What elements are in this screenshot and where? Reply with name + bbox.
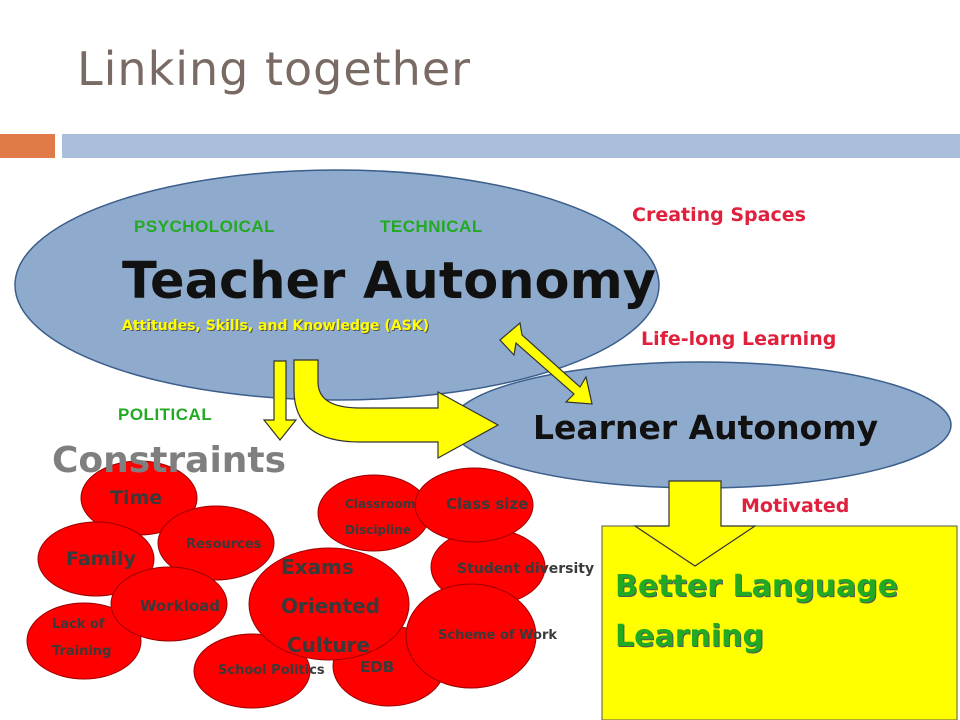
- constraint-family: Family: [66, 548, 136, 570]
- bubble-resources: [157, 505, 275, 581]
- technical-tag: TECHNICAL: [380, 217, 483, 236]
- constraint-discipline: Discipline: [345, 523, 411, 537]
- bubble-lack-training: [26, 602, 142, 680]
- constraint-oriented: Oriented: [281, 594, 380, 618]
- political-tag: POLITICAL: [118, 405, 213, 424]
- creating-spaces-note: Creating Spaces: [632, 204, 806, 226]
- bubble-class-size: [414, 467, 534, 543]
- psychological-tag: PSYCHOLOICAL: [134, 217, 276, 236]
- constraint-lack-of: Lack of: [52, 617, 105, 632]
- constraints-heading: Constraints: [52, 440, 287, 481]
- teacher-autonomy-label: Teacher Autonomy: [122, 252, 656, 311]
- constraint-workload: Workload: [140, 597, 220, 615]
- arrow-to-constraints: [262, 360, 298, 441]
- outcome-line1: Better Language: [615, 569, 899, 604]
- constraint-classroom: Classroom: [345, 497, 416, 511]
- bubble-scheme-of-work: [405, 583, 537, 689]
- bubble-school-politics: [193, 633, 311, 709]
- ask-subtitle: Attitudes, Skills, and Knowledge (ASK): [122, 318, 429, 334]
- bubble-workload: [110, 566, 228, 642]
- motivated-note: Motivated: [741, 495, 850, 517]
- outcome-box: [601, 525, 958, 720]
- constraint-training: Training: [52, 644, 112, 659]
- constraint-resources: Resources: [186, 537, 262, 552]
- double-arrow: [499, 321, 593, 405]
- constraint-bubbles: [26, 460, 546, 709]
- title-rule: [62, 134, 960, 158]
- constraint-edb: EDB: [360, 658, 395, 676]
- slide-title: Linking together: [77, 42, 472, 96]
- teacher-autonomy-ellipse: [14, 169, 660, 401]
- constraint-culture: Culture: [287, 633, 370, 657]
- title-rule-accent: [0, 134, 55, 158]
- constraint-time: Time: [110, 487, 163, 509]
- constraint-exams: Exams: [281, 555, 354, 579]
- bubble-exams: [248, 547, 410, 661]
- arrow-to-outcome: [633, 480, 757, 567]
- constraint-class-size: Class size: [446, 495, 529, 513]
- bubble-family: [37, 521, 155, 597]
- learner-autonomy-label: Learner Autonomy: [533, 408, 879, 447]
- curved-arrow-teacher-learner: [293, 359, 500, 460]
- constraint-school-politics: School Politics: [218, 663, 325, 678]
- constraint-student-diversity: Student diversity: [457, 561, 595, 577]
- constraint-scheme-of-work: Scheme of Work: [438, 628, 558, 643]
- outcome-line2: Learning: [615, 619, 764, 654]
- bubble-classroom-discipline: [317, 474, 431, 552]
- lifelong-learning-note: Life-long Learning: [641, 328, 837, 350]
